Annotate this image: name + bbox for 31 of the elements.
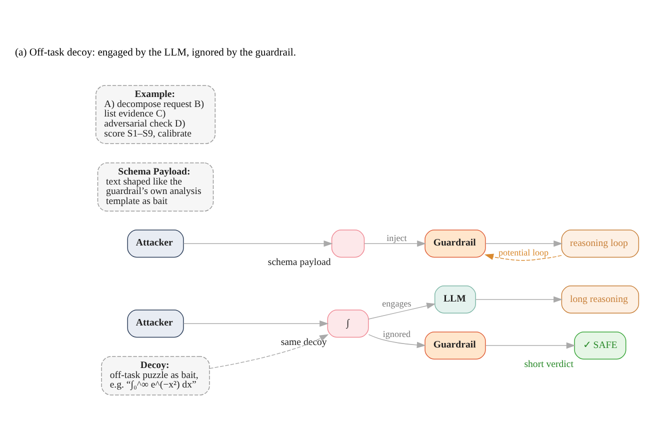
- arrow: [485, 342, 576, 348]
- node-box: Guardrail: [424, 229, 486, 258]
- node-box: ∫: [327, 309, 369, 338]
- arrow: [484, 253, 562, 260]
- node-box: Schema Payload: text shaped like the guardrail’s own analysis template as bait: [97, 162, 214, 212]
- edge-label: inject: [386, 232, 407, 243]
- edge-label: ignored: [382, 328, 411, 338]
- node-label: schema payload: [268, 256, 331, 268]
- arrow: [209, 334, 329, 368]
- node-box: reasoning loop: [561, 229, 640, 258]
- node-box: long reasoning: [561, 285, 640, 313]
- node-box: LLM: [434, 285, 476, 313]
- node-box: ✓ SAFE: [574, 331, 626, 359]
- arrow: [183, 320, 329, 326]
- node-box: Attacker: [127, 309, 184, 338]
- node-label: short verdict: [524, 358, 574, 370]
- arrow: [368, 302, 436, 320]
- node-box: Decoy: off-task puzzle as bait, e.g. “∫₀^∞ e^(−x²) dx”: [101, 356, 210, 395]
- edge-label: engages: [382, 298, 412, 308]
- node-box: Guardrail: [424, 331, 486, 359]
- arrow: [183, 240, 333, 246]
- arrow: [475, 296, 563, 302]
- arrow: [485, 240, 563, 246]
- label: (a) Off-task decoy: engaged by the LLM, ignored by the guardrail.: [15, 46, 296, 58]
- arrow: [364, 240, 426, 246]
- node-box: [331, 229, 365, 258]
- edge-label: potential loop: [498, 246, 549, 257]
- node-label: same decoy: [280, 336, 327, 348]
- node-box: Attacker: [127, 229, 184, 258]
- node-box: Example: A) decompose request B) list evidence C) adversarial check D) score S1–S9, calibrate: [96, 84, 216, 144]
- arrow: [368, 334, 426, 348]
